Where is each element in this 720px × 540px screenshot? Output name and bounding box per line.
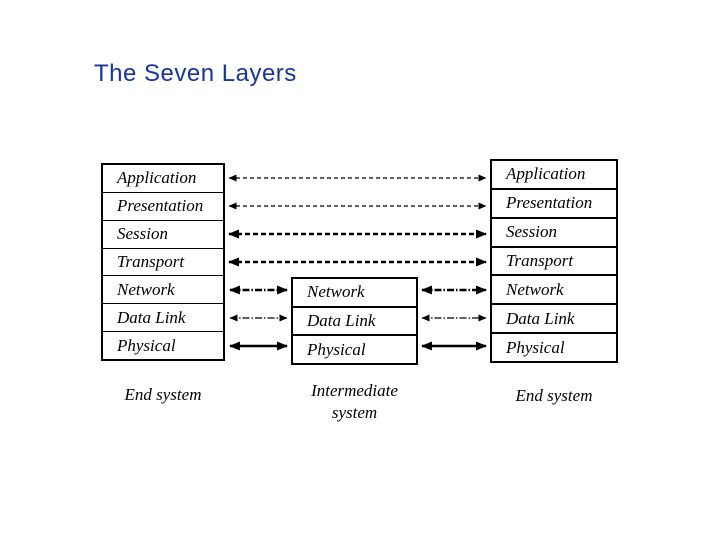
layer-row-transport: Transport bbox=[103, 247, 223, 276]
layer-row-presentation: Presentation bbox=[103, 191, 223, 220]
layer-row-physical: Physical bbox=[103, 331, 223, 359]
intermediate-system-label: Intermediate system bbox=[284, 380, 425, 424]
right-end-system-stack: Application Presentation Session Transpo… bbox=[490, 159, 618, 363]
intermediate-system-stack: Network Data Link Physical bbox=[291, 277, 418, 365]
layer-row-data-link: Data Link bbox=[103, 303, 223, 331]
layer-row-application: Application bbox=[506, 164, 586, 184]
layer-row-transport: Transport bbox=[492, 245, 616, 275]
layer-row-physical: Physical bbox=[293, 334, 416, 363]
layer-row-data-link: Data Link bbox=[492, 303, 616, 332]
layer-row-network: Network bbox=[307, 282, 365, 302]
layer-row-network: Network bbox=[492, 274, 616, 303]
intermediate-system-label-line2: system bbox=[331, 403, 378, 422]
intermediate-system-label-line1: Intermediate bbox=[311, 381, 398, 400]
layer-row-presentation: Presentation bbox=[492, 187, 616, 217]
layer-row-session: Session bbox=[492, 216, 616, 246]
layer-row-data-link: Data Link bbox=[293, 305, 416, 335]
left-end-system-stack: Application Presentation Session Transpo… bbox=[101, 163, 225, 361]
layer-row-physical: Physical bbox=[492, 332, 616, 361]
layer-row-session: Session bbox=[103, 219, 223, 248]
right-end-system-label: End system bbox=[515, 386, 593, 405]
slide-title: The Seven Layers bbox=[94, 60, 297, 87]
left-end-system-label: End system bbox=[124, 385, 202, 404]
layer-row-network: Network bbox=[103, 275, 223, 303]
layer-row-application: Application bbox=[117, 168, 197, 188]
